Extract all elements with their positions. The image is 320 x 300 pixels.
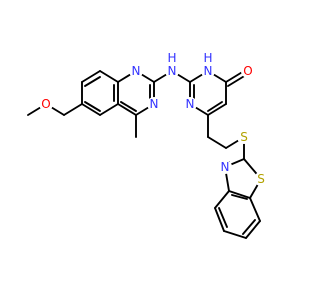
atom-symbol: S	[257, 172, 265, 186]
bond	[228, 190, 251, 199]
benzothiazole-nitrogen-atom: N	[218, 160, 232, 174]
bond	[245, 220, 261, 239]
atom-symbol: S	[240, 130, 248, 144]
atom-symbol: N	[132, 64, 141, 78]
pyrimidinone-n1-atom: N H	[201, 51, 215, 78]
atom-symbol: N	[168, 64, 177, 78]
bond	[214, 190, 230, 209]
hydrogen-symbol: H	[167, 51, 176, 65]
bond	[227, 74, 247, 87]
molecule-structure-diagram: N N N H N H N O O	[27, 51, 268, 239]
amine-nh-atom: N H	[165, 51, 179, 78]
bond	[223, 230, 247, 239]
bond	[117, 103, 137, 116]
bond	[225, 70, 245, 83]
atom-symbol: N	[186, 97, 195, 111]
bond	[242, 219, 256, 235]
bond	[99, 70, 119, 83]
thioether-sulfur-atom: S	[237, 130, 251, 144]
atom-symbol: O	[41, 97, 50, 111]
bond	[81, 70, 101, 83]
bond	[207, 103, 227, 116]
bond	[63, 103, 83, 116]
bond	[207, 101, 223, 112]
quinazoline-n1-atom: N	[129, 64, 143, 78]
bond	[99, 103, 119, 116]
bond	[207, 136, 227, 149]
bond	[84, 101, 101, 112]
quinazoline-n3-atom: N	[147, 97, 161, 111]
bond	[214, 207, 225, 232]
pyrimidinone-n3-atom: N	[183, 97, 197, 111]
atom-symbol: O	[243, 64, 252, 78]
bond	[120, 101, 137, 112]
atom-symbol: N	[221, 160, 230, 174]
ether-oxygen-atom: O	[39, 97, 53, 111]
atom-symbol: N	[204, 64, 213, 78]
bond	[81, 103, 101, 116]
bond	[231, 194, 248, 200]
bond	[218, 207, 228, 228]
bond	[84, 76, 101, 87]
atom-symbol: N	[150, 97, 159, 111]
bonds	[27, 70, 262, 239]
bond	[249, 197, 261, 222]
benzothiazole-sulfur-atom: S	[254, 172, 268, 186]
hydrogen-symbol: H	[203, 51, 212, 65]
carbonyl-oxygen-atom: O	[241, 64, 255, 78]
atom-labels: N N N H N H N O O	[39, 51, 268, 186]
